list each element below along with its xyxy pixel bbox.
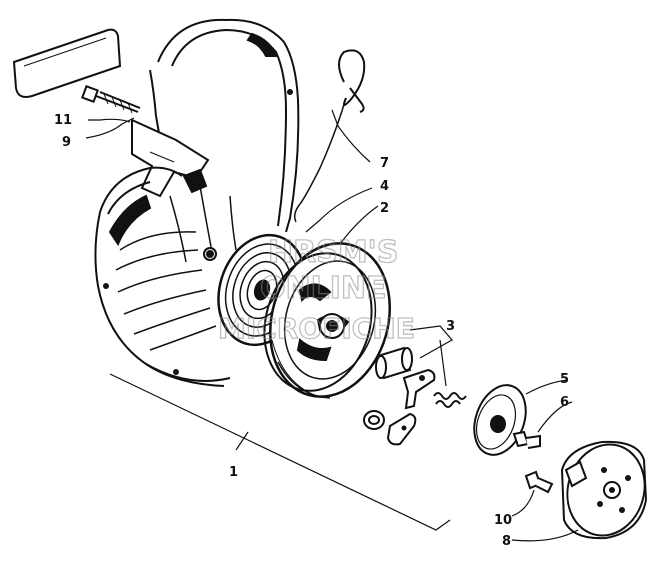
watermark-line-1: HRSM'S: [268, 235, 398, 270]
callout-10: 10: [494, 513, 512, 528]
pawl-kit-part: [363, 346, 467, 446]
callout-8: 8: [502, 534, 511, 549]
callout-7: 7: [380, 156, 389, 171]
callout-3: 3: [446, 319, 455, 334]
starter-cup-part: [560, 440, 648, 540]
watermark-line-3: MICROFICHE: [218, 312, 415, 345]
cap-screw-part-10: [524, 470, 554, 494]
callout-labels: 1 2 3 4 5 6 7 8 9 10 11: [54, 113, 569, 549]
rope-reel-part: [263, 242, 392, 399]
decal-part: [12, 28, 122, 98]
bolt-part-9: [81, 85, 141, 114]
cap-screw-part-6: [512, 430, 541, 449]
callout-5: 5: [560, 372, 569, 387]
callout-2: 2: [380, 201, 389, 216]
drive-plate-part: [473, 384, 527, 456]
callout-11: 11: [54, 113, 72, 128]
watermark-line-2: ONLINE: [260, 271, 387, 306]
callout-1: 1: [229, 465, 238, 480]
callout-9: 9: [62, 135, 71, 150]
leader-lines: [85, 109, 579, 542]
starter-rope-part: [293, 49, 366, 223]
callout-4: 4: [380, 179, 389, 194]
callout-6: 6: [560, 395, 569, 410]
fan-housing-part: [94, 18, 300, 387]
watermark: HRSM'S ONLINE MICROFICHE: [217, 234, 415, 345]
